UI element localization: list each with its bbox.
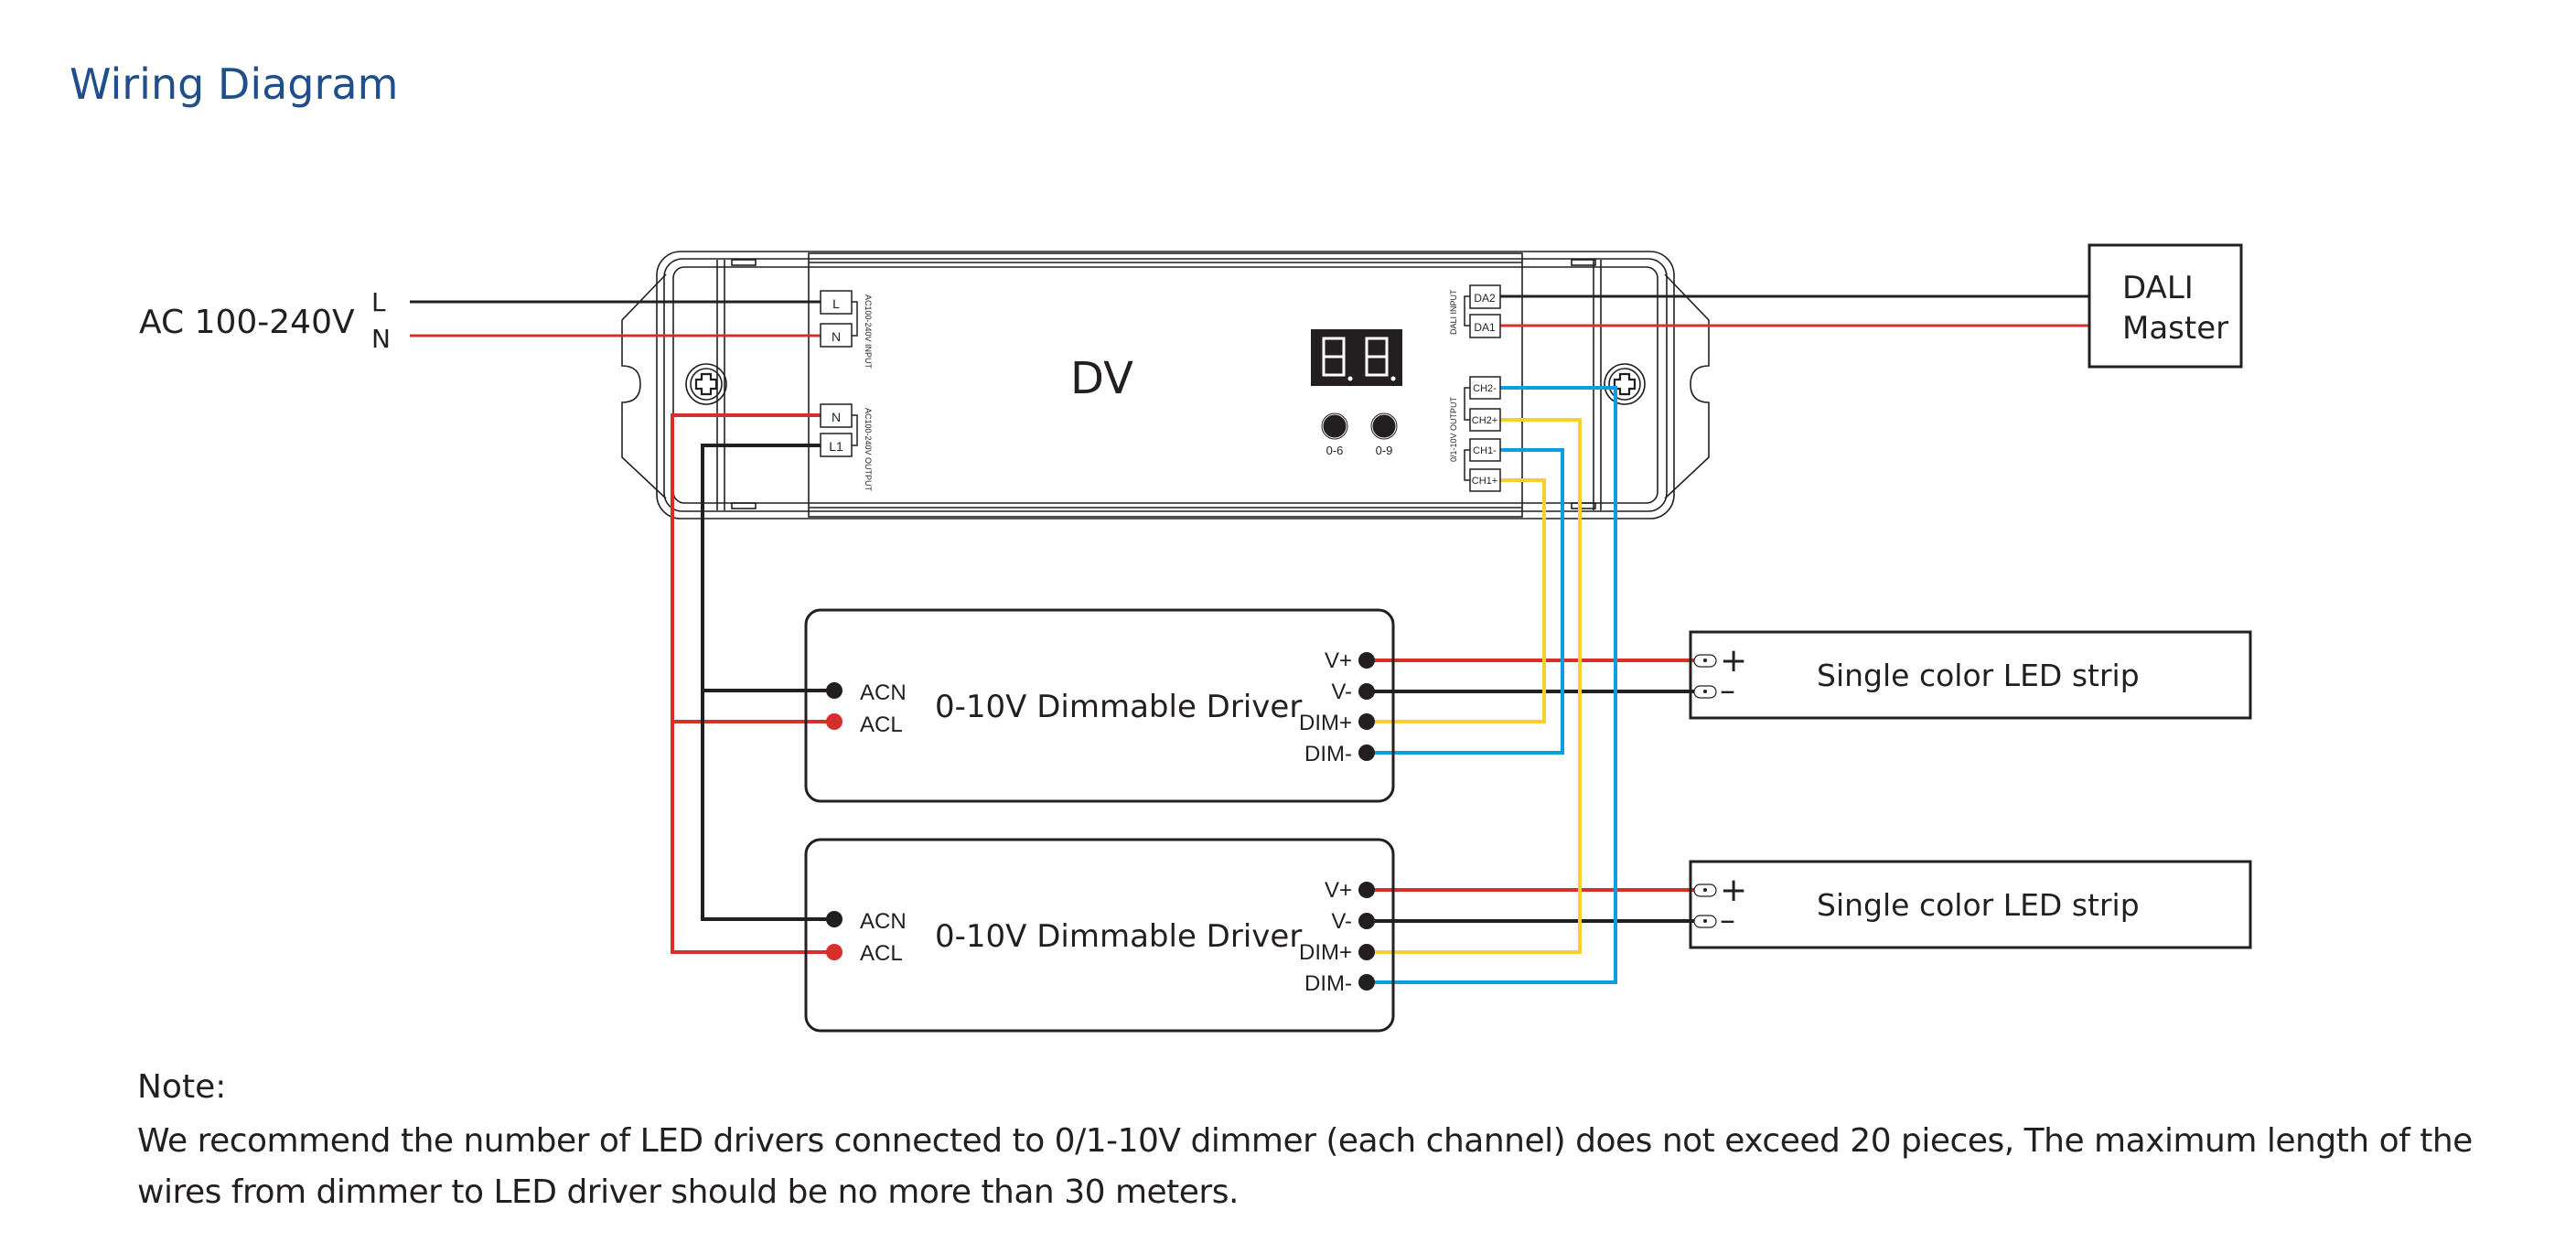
terminal-da1: DA1 bbox=[1474, 321, 1496, 334]
driver-2-vminus: V- bbox=[1331, 909, 1352, 934]
terminal-n: N bbox=[832, 329, 841, 344]
led-strip-1-plus: + bbox=[1720, 642, 1747, 680]
ac-n-label: N bbox=[371, 324, 391, 354]
wire-ch2-plus bbox=[1367, 418, 1582, 954]
wire-ch2-minus bbox=[1367, 386, 1617, 984]
led-strip-2-label: Single color LED strip bbox=[1817, 887, 2140, 923]
terminals-ac-input bbox=[820, 290, 858, 348]
driver-1-name: 0-10V Dimmable Driver bbox=[935, 689, 1302, 725]
button-0-6-label: 0-6 bbox=[1326, 444, 1344, 457]
driver-1-vminus: V- bbox=[1331, 680, 1352, 704]
terminals-channels bbox=[1464, 376, 1501, 492]
terminal-group-dali: DALI INPUT bbox=[1449, 289, 1458, 335]
driver-2-name: 0-10V Dimmable Driver bbox=[935, 918, 1302, 955]
driver-2-acn: ACN bbox=[860, 909, 907, 934]
ac-l-label: L bbox=[371, 287, 386, 317]
led-strip-1-label: Single color LED strip bbox=[1817, 658, 2140, 693]
terminal-da2: DA2 bbox=[1474, 292, 1496, 305]
driver-1-vplus: V+ bbox=[1325, 648, 1352, 673]
wire-ch1-minus bbox=[1367, 448, 1564, 755]
driver-1-dimplus: DIM+ bbox=[1299, 711, 1352, 735]
led-strip-2-minus: – bbox=[1720, 902, 1735, 938]
terminal-group-ac-input: AC100-240V INPUT bbox=[864, 295, 873, 369]
note-heading: Note: bbox=[137, 1068, 227, 1106]
terminal-out-l1: L1 bbox=[829, 439, 843, 454]
terminals-ac-output bbox=[820, 403, 858, 457]
note-body: We recommend the number of LED drivers c… bbox=[137, 1122, 2473, 1211]
driver-1: ACN ACL 0-10V Dimmable Driver V+ V- DIM+… bbox=[804, 608, 1395, 803]
wires bbox=[410, 295, 2089, 984]
driver-2-acl: ACL bbox=[860, 941, 903, 966]
driver-2-dimminus: DIM- bbox=[1304, 971, 1352, 996]
dali-master-line2: Master bbox=[2122, 310, 2228, 347]
page-title: Wiring Diagram bbox=[70, 59, 398, 109]
led-strip-1-minus: – bbox=[1720, 672, 1735, 709]
driver-2-dimplus: DIM+ bbox=[1299, 940, 1352, 965]
led-strip-2-plus: + bbox=[1720, 872, 1747, 909]
button-0-6[interactable]: 0-6 bbox=[1321, 412, 1348, 457]
driver-1-dimminus: DIM- bbox=[1304, 742, 1352, 766]
terminals-dali bbox=[1464, 284, 1501, 338]
driver-2: ACN ACL 0-10V Dimmable Driver V+ V- DIM+… bbox=[804, 838, 1395, 1033]
seven-segment-display-icon bbox=[1311, 329, 1402, 386]
dimmer-housing bbox=[621, 251, 1710, 519]
terminal-l: L bbox=[832, 296, 840, 311]
button-0-9[interactable]: 0-9 bbox=[1370, 412, 1398, 457]
terminal-ch2-plus: CH2+ bbox=[1472, 415, 1497, 426]
dali-master-box bbox=[2088, 243, 2243, 369]
dali-master-line1: DALI bbox=[2122, 270, 2194, 306]
wire-ac-out-n bbox=[671, 413, 832, 954]
terminal-group-channels: 0/1-10V OUTPUT bbox=[1449, 396, 1458, 462]
wire-ac-out-l1 bbox=[701, 444, 832, 921]
screw-right-icon bbox=[1604, 363, 1646, 405]
dimmer-name: DV bbox=[1070, 353, 1133, 404]
terminal-out-n: N bbox=[832, 410, 841, 424]
led-strip-1: + – Single color LED strip bbox=[1689, 630, 2252, 720]
terminal-ch2-minus: CH2- bbox=[1473, 383, 1497, 394]
button-0-9-label: 0-9 bbox=[1376, 444, 1393, 457]
terminal-ch1-minus: CH1- bbox=[1473, 445, 1497, 456]
screw-left-icon bbox=[685, 363, 727, 405]
driver-1-acl: ACL bbox=[860, 712, 903, 737]
ac-input-label: AC 100-240V bbox=[139, 304, 355, 341]
terminal-group-ac-output: AC100-240V OUTPUT bbox=[864, 408, 873, 492]
driver-2-vplus: V+ bbox=[1325, 878, 1352, 903]
led-strip-2: + – Single color LED strip bbox=[1689, 860, 2252, 949]
driver-1-acn: ACN bbox=[860, 680, 907, 705]
terminal-ch1-plus: CH1+ bbox=[1472, 476, 1497, 487]
wire-ch1-plus bbox=[1367, 478, 1546, 723]
